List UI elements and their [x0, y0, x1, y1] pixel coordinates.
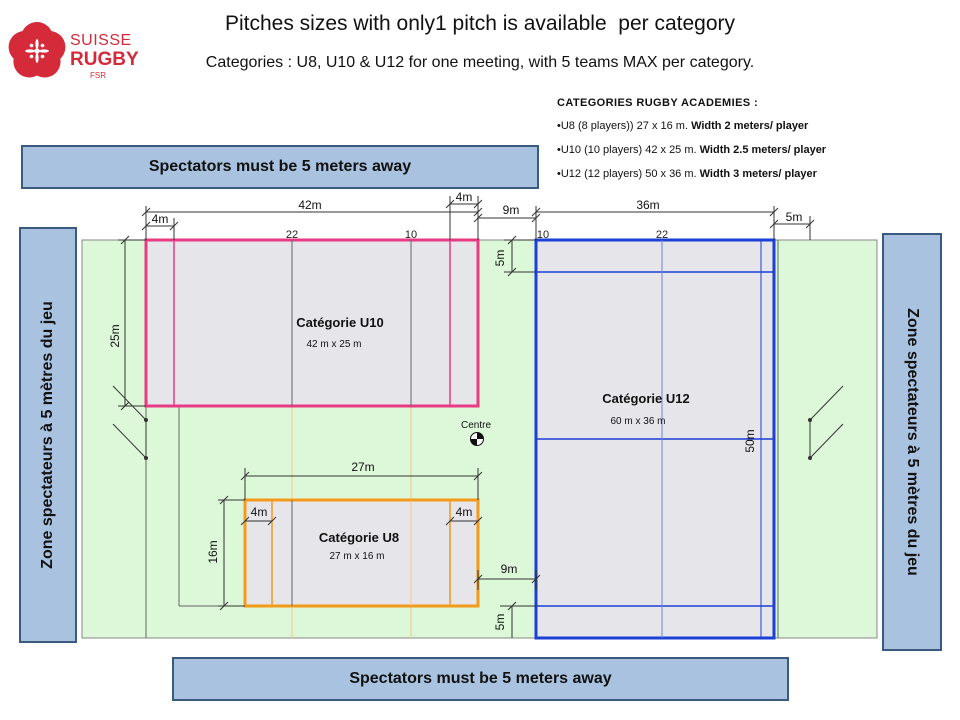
- goal-post-dot: [144, 456, 148, 460]
- centre-marker-icon: [470, 432, 484, 446]
- dimension-tick: [473, 516, 483, 526]
- dimension-tick: [473, 199, 483, 209]
- line-label-10: 10: [405, 229, 417, 241]
- dim-label-4m: 4m: [456, 190, 473, 204]
- dim-label-4m: 4m: [251, 505, 268, 519]
- dimension-tick: [531, 574, 541, 584]
- page-subtitle: Categories : U8, U10 & U12 for one meeti…: [205, 54, 755, 71]
- u8-pitch-size: 27 m x 16 m: [329, 551, 384, 562]
- dimension-tick: [169, 221, 179, 231]
- line-label-22: 22: [656, 229, 668, 241]
- dim-label-5m: 5m: [786, 210, 803, 224]
- right-goal-post: [809, 385, 844, 421]
- dim-label-9m: 9m: [501, 562, 518, 576]
- category-line-text: •U10 (10 players) 42 x 25 m.: [557, 144, 700, 156]
- dim-label-16m: 16m: [206, 540, 220, 563]
- left-goal-post: [112, 385, 147, 421]
- category-line-u8: •U8 (8 players)) 27 x 16 m. Width 2 mete…: [557, 120, 808, 132]
- dim-label-5m: 5m: [493, 614, 507, 631]
- dimension-tick: [473, 213, 483, 223]
- dimension-tick: [507, 601, 517, 611]
- u10-pitch-size: 42 m x 25 m: [306, 339, 361, 350]
- dimension-tick: [445, 516, 455, 526]
- category-line-bold: Width 2.5 meters/ player: [699, 144, 827, 156]
- dimension-tick: [473, 207, 483, 217]
- category-line-text: •U12 (12 players) 50 x 36 m.: [557, 168, 700, 180]
- dimension-tick: [507, 235, 517, 245]
- category-line-u10: •U10 (10 players) 42 x 25 m. Width 2.5 m…: [557, 144, 826, 156]
- bottom-spectator-banner: Spectators must be 5 meters away: [172, 657, 789, 701]
- dim-label-25m: 25m: [108, 324, 122, 347]
- centre-label: Centre: [461, 420, 491, 431]
- u10-pitch: [144, 238, 480, 408]
- dimension-tick: [473, 471, 483, 481]
- banner-text: Spectators must be 5 meters away: [148, 158, 412, 175]
- dimension-tick: [240, 471, 250, 481]
- category-line-bold: Width 2 meters/ player: [691, 120, 809, 132]
- dimension-tick: [120, 235, 130, 245]
- suisse-rugby-logo: SUISSE RUGBY FSR: [6, 20, 139, 82]
- banner-text: Spectators must be 5 meters away: [349, 670, 612, 687]
- u8-pitch: [243, 498, 480, 608]
- dimension-tick: [219, 601, 229, 611]
- logo-text-rugby: RUGBY: [70, 49, 139, 70]
- category-line-bold: Width 3 meters/ player: [699, 168, 817, 180]
- dimension-tick: [473, 574, 483, 584]
- dim-label-5m: 5m: [493, 250, 507, 267]
- dimension-tick: [507, 267, 517, 277]
- dim-label-9m: 9m: [503, 203, 520, 217]
- categories-heading: CATEGORIES RUGBY ACADEMIES :: [557, 97, 759, 109]
- logo-text-suisse: SUISSE: [70, 32, 132, 49]
- dim-label-36m: 36m: [636, 198, 659, 212]
- dim-label-27m: 27m: [351, 460, 374, 474]
- dimension-tick: [219, 495, 229, 505]
- right-goal-post: [809, 423, 844, 459]
- u12-pitch-size: 60 m x 36 m: [610, 416, 665, 427]
- logo-text-fsr: FSR: [90, 71, 106, 80]
- dim-label-42m: 42m: [298, 198, 321, 212]
- category-line-text: •U8 (8 players)) 27 x 16 m.: [557, 120, 692, 132]
- right-spectator-zone: Zone spectateurs à 5 mètres du jeu: [882, 233, 942, 651]
- top-spectator-banner: Spectators must be 5 meters away: [21, 145, 539, 189]
- dimension-tick: [769, 207, 779, 217]
- dim-label-4m: 4m: [456, 505, 473, 519]
- dimension-tick: [531, 207, 541, 217]
- left-goal-post: [112, 423, 147, 459]
- u10-pitch-label: Catégorie U10: [296, 315, 383, 330]
- page-title: Pitches sizes with only1 pitch is availa…: [224, 12, 736, 35]
- dimension-tick: [240, 516, 250, 526]
- dimension-tick: [531, 213, 541, 223]
- dimension-tick: [445, 199, 455, 209]
- dim-label-50m: 50m: [743, 429, 757, 452]
- category-line-u12: •U12 (12 players) 50 x 36 m. Width 3 met…: [557, 168, 817, 180]
- u12-pitch-label: Catégorie U12: [602, 391, 689, 406]
- dim-label-4m: 4m: [152, 212, 169, 226]
- goal-post-dot: [808, 418, 812, 422]
- dimension-tick: [141, 207, 151, 217]
- rugby-flower-icon: [8, 22, 66, 78]
- dimension-tick: [120, 401, 130, 411]
- line-label-22: 22: [286, 229, 298, 241]
- goal-post-dot: [808, 456, 812, 460]
- dimension-tick: [141, 221, 151, 231]
- u8-pitch-label: Catégorie U8: [319, 530, 399, 545]
- left-spectator-zone: Zone spectateurs à 5 mètres du jeu: [19, 227, 77, 643]
- line-label-10: 10: [537, 229, 549, 241]
- dimension-tick: [267, 516, 277, 526]
- dimension-tick: [805, 219, 815, 229]
- goal-post-dot: [144, 418, 148, 422]
- dimension-tick: [769, 219, 779, 229]
